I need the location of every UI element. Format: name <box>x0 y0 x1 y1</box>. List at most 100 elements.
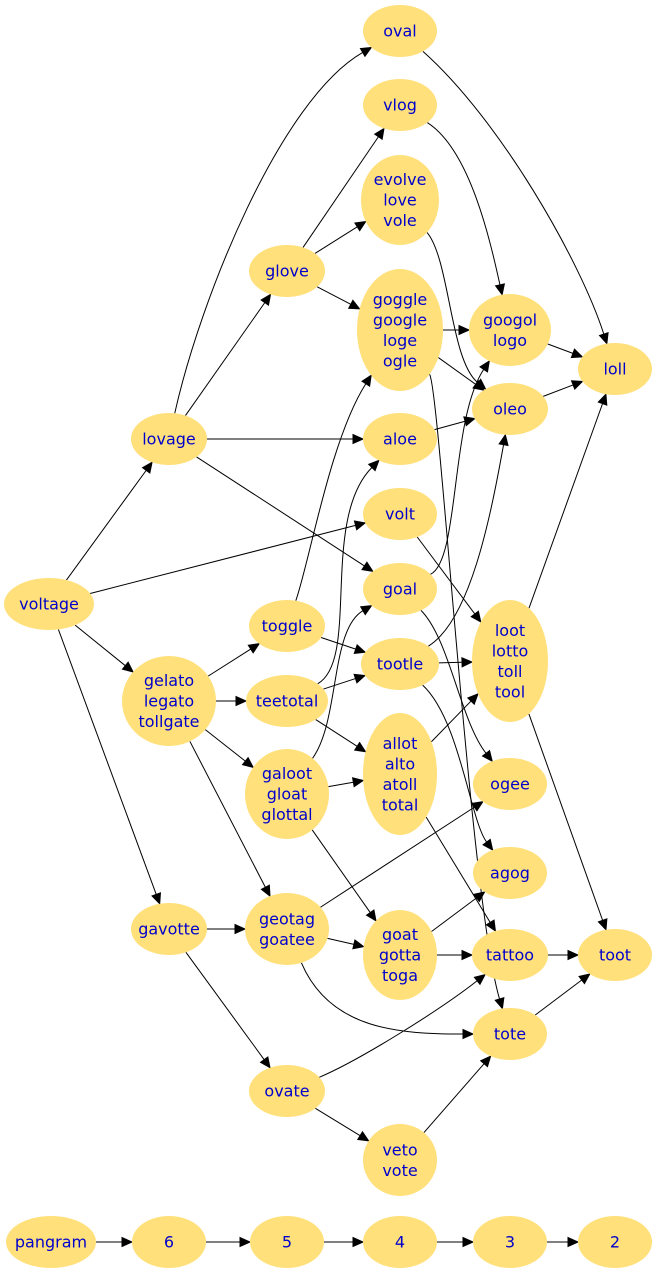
node-label: 5 <box>282 1233 292 1252</box>
node-toot: toot <box>578 929 652 981</box>
node-tootle: tootle <box>361 638 439 690</box>
edge-toggle-to-tootle <box>320 636 367 654</box>
node-label: gotta <box>379 946 421 965</box>
node-label: lotto <box>492 641 529 660</box>
node-label: 2 <box>610 1233 620 1252</box>
node-goal: goal <box>363 563 437 615</box>
node-oval: oval <box>363 5 437 57</box>
edge-gelato-to-toggle <box>207 643 261 677</box>
node-ellipse <box>4 578 94 630</box>
node-label: toggle <box>262 617 313 636</box>
node-ellipse <box>363 5 437 57</box>
node-label: 6 <box>164 1233 174 1252</box>
edge-oval-to-loll <box>422 51 609 345</box>
node-label: goggle <box>373 290 428 309</box>
edge-lovage-to-glove <box>185 293 272 416</box>
edge-voltage-to-lovage <box>66 461 153 581</box>
node-ellipse <box>363 713 437 835</box>
node-rank3: 3 <box>473 1216 547 1268</box>
node-label: atoll <box>383 775 418 794</box>
node-ellipse <box>249 1065 325 1117</box>
edge-geotag-to-ogee <box>320 800 484 908</box>
node-label: voltage <box>19 595 79 614</box>
node-label: galoot <box>262 764 312 783</box>
edge-tootle-to-oleo <box>428 433 509 647</box>
node-label: legato <box>144 692 194 711</box>
node-label: love <box>383 191 417 210</box>
node-ellipse <box>246 675 328 727</box>
node-loll: loll <box>578 343 652 395</box>
node-label: tollgate <box>138 712 199 731</box>
node-ellipse <box>469 294 551 366</box>
node-ellipse <box>249 600 325 652</box>
node-label: gavotte <box>138 920 200 939</box>
node-ellipse <box>6 1216 96 1268</box>
node-label: pangram <box>15 1233 87 1252</box>
edge-pangram-to-rank6 <box>96 1236 134 1248</box>
node-ellipse <box>131 903 207 955</box>
edge-gavotte-to-geotag <box>207 923 247 935</box>
node-ellipse <box>578 1216 652 1268</box>
node-label: googol <box>483 310 537 329</box>
edge-rank4-to-rank3 <box>437 1236 475 1248</box>
node-ellipse <box>578 929 652 981</box>
node-label: goal <box>383 580 417 599</box>
node-label: gelato <box>144 671 194 690</box>
edge-allot-to-loot <box>431 693 479 743</box>
edge-glove-to-goggle <box>316 286 361 310</box>
node-label: lovage <box>142 430 196 449</box>
edge-aloe-to-oleo <box>434 416 476 431</box>
node-label: 3 <box>505 1233 515 1252</box>
node-rank4: 4 <box>363 1216 437 1268</box>
edge-goal-to-googol <box>430 360 490 575</box>
node-label: vote <box>382 1161 417 1180</box>
node-pangram: pangram <box>6 1216 96 1268</box>
node-rank5: 5 <box>250 1216 324 1268</box>
edge-gelato-to-geotag <box>189 741 271 898</box>
node-label: loot <box>495 621 525 640</box>
node-ellipse <box>245 749 329 839</box>
node-ellipse <box>249 245 325 297</box>
edge-lovage-to-aloe <box>207 433 365 445</box>
node-ellipse <box>472 383 548 435</box>
node-ogee: ogee <box>473 758 547 810</box>
node-ellipse <box>472 600 548 722</box>
node-ellipse <box>578 343 652 395</box>
node-glove: glove <box>249 245 325 297</box>
node-label: tote <box>494 1025 526 1044</box>
node-ellipse <box>132 1216 206 1268</box>
node-label: oval <box>383 22 417 41</box>
edge-loot-to-toot <box>528 713 608 931</box>
edge-volt-to-loot <box>416 536 482 623</box>
edge-goat-to-tattoo <box>437 949 474 961</box>
edge-gelato-to-teetotal <box>216 695 248 707</box>
node-ellipse <box>472 929 548 981</box>
node-label: tootle <box>377 655 423 674</box>
edge-gavotte-to-ovate <box>185 951 271 1069</box>
node-label: tool <box>495 682 525 701</box>
edge-geotag-to-tote <box>300 962 475 1040</box>
edge-teetotal-to-tootle <box>323 673 367 690</box>
edge-voltage-to-volt <box>90 520 367 594</box>
node-label: glove <box>265 262 309 281</box>
node-label: tattoo <box>486 946 534 965</box>
edge-voltage-to-gavotte <box>57 629 162 905</box>
node-tote: tote <box>473 1008 547 1060</box>
node-ellipse <box>363 563 437 615</box>
edge-tootle-to-loot <box>438 657 474 668</box>
node-ovate: ovate <box>249 1065 325 1117</box>
node-label: logo <box>493 331 527 350</box>
node-label: teetotal <box>256 692 319 711</box>
edge-tattoo-to-toot <box>548 949 580 961</box>
edge-loot-to-loll <box>528 393 608 609</box>
edge-goggle-to-oleo <box>438 357 485 391</box>
node-label: evolve <box>374 170 427 189</box>
node-volt: volt <box>363 488 437 540</box>
edge-vlog-to-googol <box>427 122 506 296</box>
